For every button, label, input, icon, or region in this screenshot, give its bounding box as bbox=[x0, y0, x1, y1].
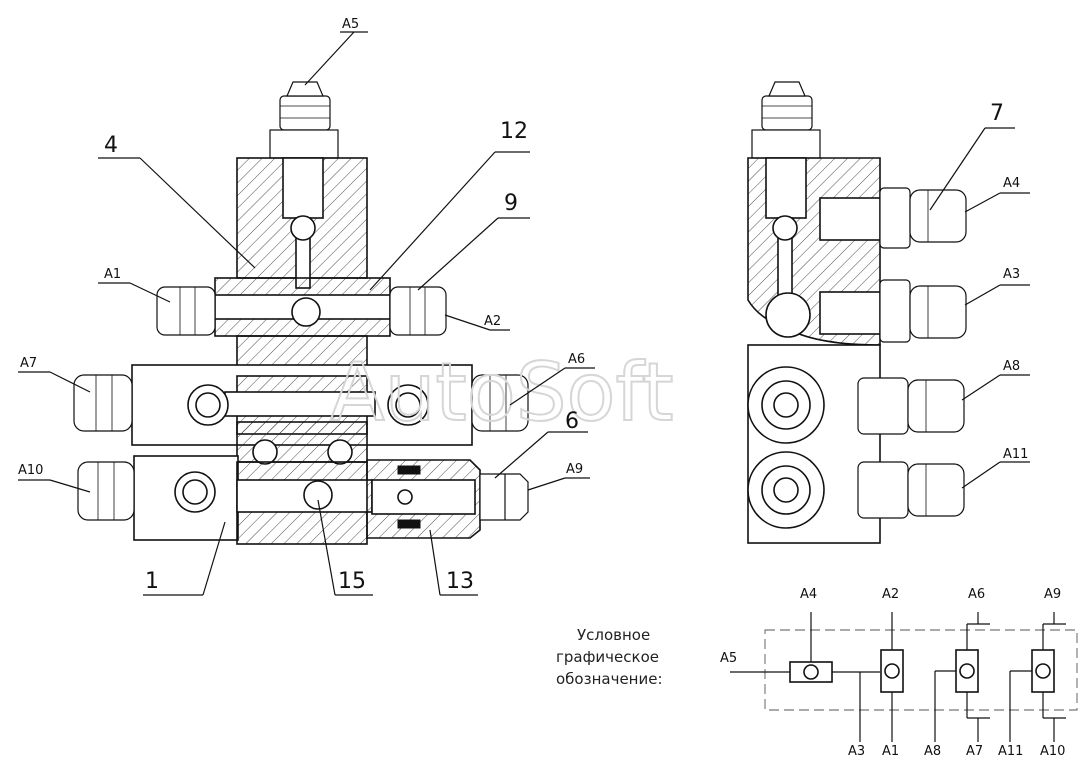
label-a10-left: A10 bbox=[18, 463, 43, 478]
watermark-text: AutoSoft bbox=[330, 346, 674, 439]
label-a9-left: A9 bbox=[566, 462, 583, 477]
label-a5-left: A5 bbox=[342, 17, 359, 32]
sch-label-a10: A10 bbox=[1040, 744, 1065, 759]
part-1-label: 1 bbox=[145, 569, 159, 594]
right-side-view bbox=[747, 81, 967, 544]
label-a1-left: A1 bbox=[104, 267, 121, 282]
sch-label-a1: A1 bbox=[882, 744, 899, 759]
schematic-legend: Условное графическое обозначение: bbox=[556, 587, 1078, 759]
label-a7-left: A7 bbox=[20, 356, 37, 371]
legend-line-1: Условное bbox=[577, 626, 650, 644]
sch-label-a2: A2 bbox=[882, 587, 899, 602]
sch-label-a3: A3 bbox=[848, 744, 865, 759]
label-a2-left: A2 bbox=[484, 314, 501, 329]
label-a4-right: A4 bbox=[1003, 176, 1020, 191]
legend-line-3: обозначение: bbox=[556, 670, 663, 688]
left-section-view bbox=[73, 81, 529, 545]
right-view-labels: 7 A4 A3 A8 A11 bbox=[929, 101, 1030, 489]
part-15-label: 15 bbox=[338, 569, 366, 594]
sch-label-a8: A8 bbox=[924, 744, 941, 759]
label-a8-right: A8 bbox=[1003, 359, 1020, 374]
part-9-label: 9 bbox=[504, 191, 518, 216]
sch-label-a11: A11 bbox=[998, 744, 1023, 759]
part-12-label: 12 bbox=[500, 119, 528, 144]
sch-label-a6: A6 bbox=[968, 587, 985, 602]
sch-label-a4: A4 bbox=[800, 587, 817, 602]
label-a6-left: A6 bbox=[568, 352, 585, 367]
part-4-label: 4 bbox=[104, 133, 118, 158]
label-a11-right: A11 bbox=[1003, 447, 1028, 462]
left-view-labels: A5 4 12 9 A1 A2 A7 A6 6 A10 A9 1 bbox=[18, 17, 595, 596]
part-7-label: 7 bbox=[990, 101, 1004, 126]
label-a3-right: A3 bbox=[1003, 267, 1020, 282]
sch-label-a7: A7 bbox=[966, 744, 983, 759]
part-6-label: 6 bbox=[565, 409, 579, 434]
sch-label-a5: A5 bbox=[720, 651, 737, 666]
legend-line-2: графическое bbox=[556, 648, 659, 666]
part-13-label: 13 bbox=[446, 569, 474, 594]
sch-label-a9: A9 bbox=[1044, 587, 1061, 602]
